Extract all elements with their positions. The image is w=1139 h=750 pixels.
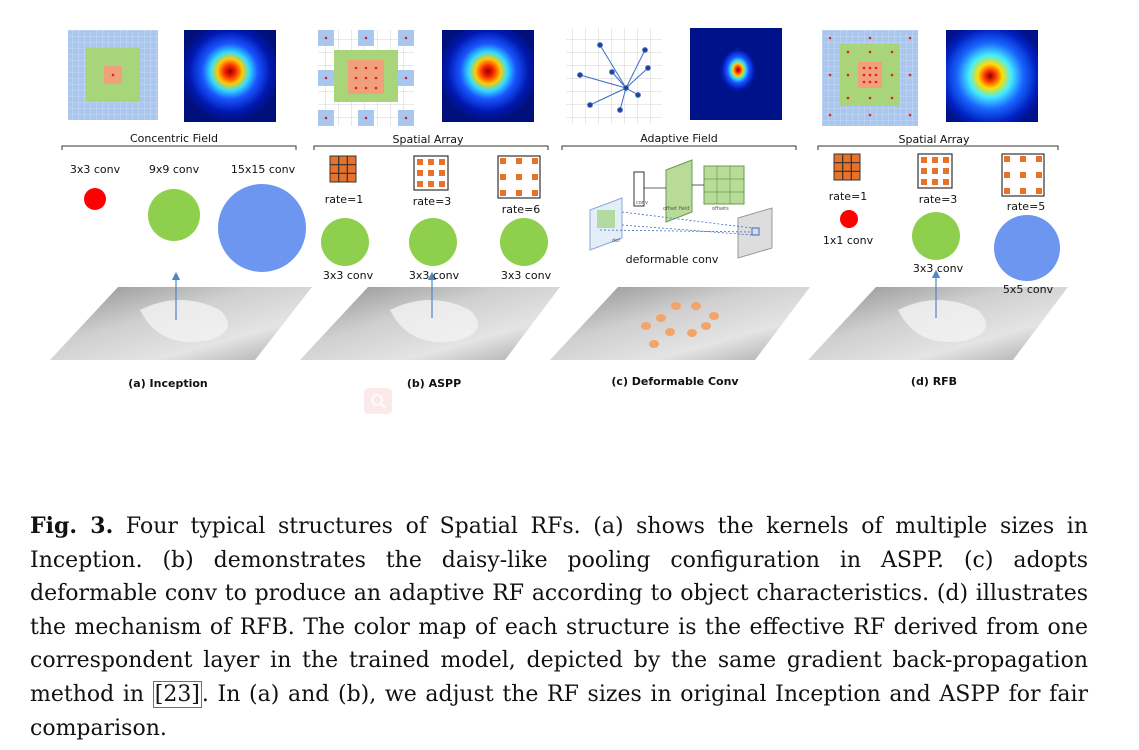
diagram-text-conv: conv (636, 200, 648, 206)
sublabel-b: (b) ASPP (406, 377, 462, 390)
kernel-label-3x3: 3x3 conv (69, 163, 121, 176)
conv-label-3x3: 3x3 conv (912, 262, 964, 275)
conv-circle-5x5 (994, 215, 1060, 281)
kernel-icon-rate5 (1001, 153, 1045, 197)
conv-circle-rate6 (500, 218, 548, 266)
search-icon[interactable] (364, 388, 392, 414)
sublabel-a: (a) Inception (128, 377, 208, 390)
kernel-icon-rate6 (497, 155, 541, 199)
panel-c-graphics: conv offset field offsets def (550, 28, 810, 360)
conv-label-1x1: 1x1 conv (822, 234, 874, 247)
kernel-15x15-circle (218, 184, 306, 272)
sublabel-d: (d) RFB (910, 375, 958, 388)
deformable-conv-diagram: conv offset field offsets def (589, 159, 773, 259)
figure-label: Fig. 3. (30, 513, 114, 539)
kernel-icon-rate1 (833, 153, 861, 181)
kernel-label-15x15: 15x15 conv (230, 163, 296, 176)
rate-label-6: rate=6 (501, 203, 541, 216)
group-bracket (817, 145, 1059, 150)
conv-circle-3x3 (912, 212, 960, 260)
panel-d-graphics (808, 30, 1068, 360)
panel-b-graphics (300, 30, 560, 360)
conv-label-5x5: 5x5 conv (1002, 283, 1054, 296)
figure-graphics: conv offset field offsets def (50, 28, 1068, 414)
group-label-concentric-field: Concentric Field (130, 132, 218, 145)
conv-label-deformable: deformable conv (625, 253, 719, 266)
diagram-text-def: def (612, 238, 620, 244)
sublabel-c: (c) Deformable Conv (611, 375, 739, 388)
rate-label-5: rate=5 (1006, 200, 1046, 213)
rate-label-3: rate=3 (918, 193, 958, 206)
figure-caption: Fig. 3. Four typical structures of Spati… (30, 510, 1088, 745)
kernel-icon-rate1 (329, 155, 357, 183)
rate-label-3: rate=3 (412, 195, 452, 208)
group-bracket (561, 145, 797, 150)
input-image (550, 287, 810, 360)
kernel-icon-rate3 (917, 153, 953, 189)
conv-label-2: 3x3 conv (408, 269, 460, 282)
caption-text-end: . In (a) and (b), we adjust the RF sizes… (30, 681, 1088, 741)
rate-label-1: rate=1 (324, 193, 364, 206)
kernel-3x3-circle (84, 188, 106, 210)
diagram-text-offset-field: offset field (663, 206, 690, 212)
kernel-9x9-circle (148, 189, 200, 241)
conv-label-1: 3x3 conv (322, 269, 374, 282)
kernel-icon-rate3 (413, 155, 449, 191)
effective-rf-heatmap (442, 30, 534, 122)
group-label-adaptive-field: Adaptive Field (640, 132, 718, 145)
diagram-text-offsets: offsets (712, 206, 729, 212)
group-bracket (61, 145, 297, 150)
group-label-spatial-array: Spatial Array (898, 133, 970, 146)
effective-rf-heatmap (946, 30, 1038, 122)
rate-label-1: rate=1 (828, 190, 868, 203)
group-label-spatial-array: Spatial Array (392, 133, 464, 146)
conv-label-3: 3x3 conv (500, 269, 552, 282)
kernel-label-9x9: 9x9 conv (148, 163, 200, 176)
citation-link[interactable]: [23] (152, 680, 202, 708)
conv-circle-rate1 (321, 218, 369, 266)
sampling-points (641, 302, 719, 348)
panel-a-graphics (50, 30, 312, 360)
conv-circle-rate3 (409, 218, 457, 266)
conv-circle-1x1 (840, 210, 858, 228)
effective-rf-heatmap (184, 30, 276, 122)
caption-text: Four typical structures of Spatial RFs. … (30, 514, 1088, 707)
group-bracket (313, 145, 549, 150)
